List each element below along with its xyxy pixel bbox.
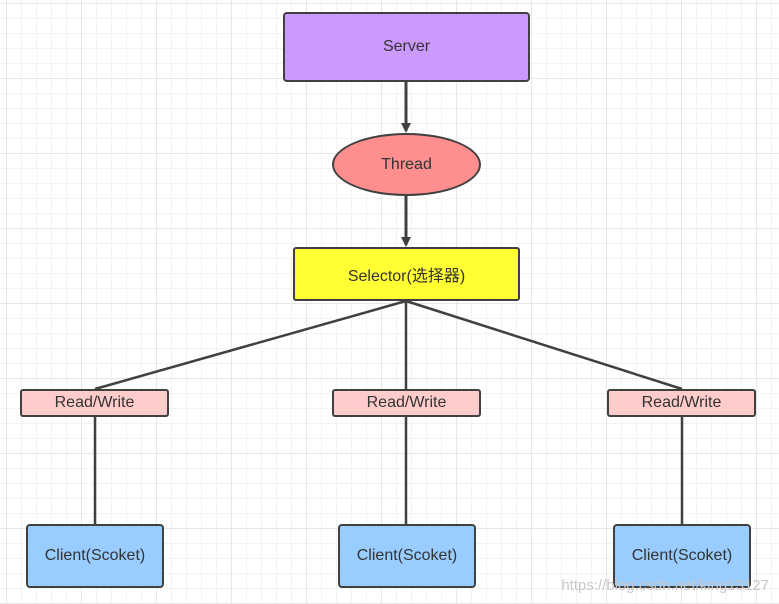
read-write-label: Read/Write <box>54 394 135 411</box>
selector-label: Selector(选择器) <box>347 268 466 285</box>
read-write-node-left: Read/Write <box>20 389 169 417</box>
line-selector-to-read-write-right <box>405 299 683 391</box>
client-node-mid: Client(Scoket) <box>338 524 476 588</box>
client-label: Client(Scoket) <box>631 547 733 564</box>
read-write-label: Read/Write <box>641 394 722 411</box>
watermark-text: https://blog.csdn.net/king13127 <box>561 577 769 594</box>
server-label: Server <box>382 38 431 55</box>
read-write-node-mid: Read/Write <box>332 389 481 417</box>
client-node-right: Client(Scoket) <box>613 524 751 588</box>
read-write-node-right: Read/Write <box>607 389 756 417</box>
client-node-left: Client(Scoket) <box>26 524 164 588</box>
line-selector-to-read-write-left <box>94 299 407 391</box>
selector-node: Selector(选择器) <box>293 247 520 301</box>
client-label: Client(Scoket) <box>44 547 146 564</box>
thread-label: Thread <box>381 155 432 173</box>
client-label: Client(Scoket) <box>356 547 458 564</box>
read-write-label: Read/Write <box>366 394 447 411</box>
thread-node: Thread <box>332 133 481 196</box>
server-node: Server <box>283 12 530 82</box>
